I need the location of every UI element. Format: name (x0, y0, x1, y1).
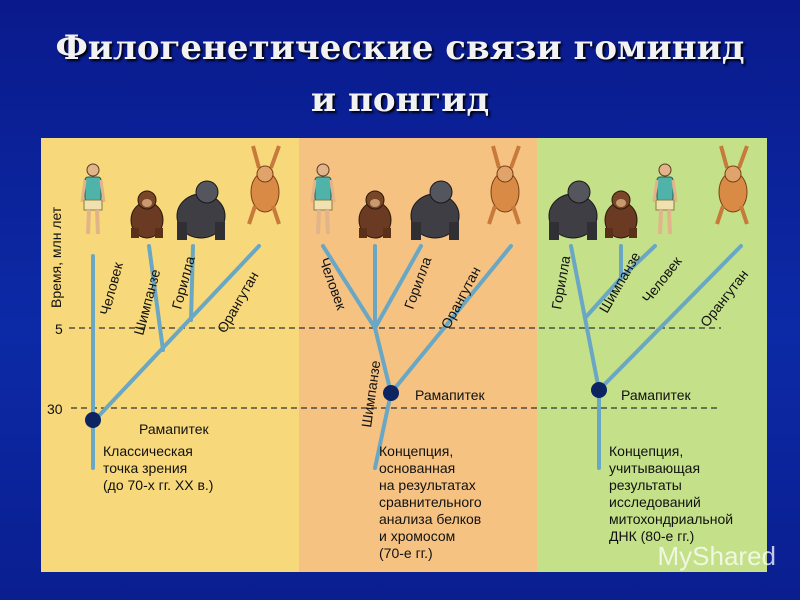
p2-caption-line: на результатах (379, 477, 476, 493)
p2-caption-line: и хромосом (379, 528, 455, 544)
branch-p2-trunk (373, 391, 393, 470)
p3-ancestor-label: Рамапитек (621, 387, 692, 403)
branch-p1-chimp (147, 244, 165, 352)
p3-caption-line: ДНК (80-е гг.) (609, 528, 694, 544)
p3-caption-line: митохондриальной (609, 511, 733, 527)
branch-p2-trunk-upper (373, 326, 393, 395)
branch-p3-main (597, 244, 743, 392)
tick-30-label: 30 (47, 401, 63, 417)
time-axis-label: Время, млн лет (48, 206, 64, 308)
branch-p2-main (389, 244, 513, 395)
p1-caption-line: (до 70-х гг. XX в.) (103, 477, 213, 493)
p2-caption-line: сравнительного (379, 494, 482, 510)
title-line-2: и понгид (310, 80, 490, 120)
p1-caption: Классическая точка зрения (до 70-х гг. X… (103, 443, 213, 493)
p2-caption-line: (70-е гг.) (379, 545, 433, 561)
branch-p2-human (321, 244, 377, 330)
branch-p3-human (619, 244, 657, 280)
branch-p3-split (583, 276, 623, 320)
p2-caption-line: Концепция, (379, 443, 453, 459)
p2-caption-line: основанная (379, 460, 455, 476)
ancestor-node-p2 (383, 385, 399, 401)
phylogeny-svg: Время, млн лет 5 30 Человек Шимпанзе Гор… (41, 138, 767, 572)
p2-caption-line: анализа белков (379, 511, 481, 527)
p1-ancestor-label: Рамапитек (139, 421, 210, 437)
tree-panel-2 (321, 244, 513, 470)
tree-panel-1 (91, 244, 261, 470)
p3-caption-line: исследований (609, 494, 701, 510)
title-line-1: Филогенетические связи гоминид (55, 28, 745, 68)
p3-caption-line: результаты (609, 477, 682, 493)
ancestor-node-p3 (591, 382, 607, 398)
p1-caption-line: Классическая (103, 443, 193, 459)
p2-ancestor-label: Рамапитек (415, 387, 486, 403)
slide-title: Филогенетические связи гоминид и понгид (0, 22, 800, 126)
p1-caption-line: точка зрения (103, 460, 187, 476)
tree-panel-3 (569, 244, 743, 470)
p3-caption-line: Концепция, (609, 443, 683, 459)
watermark: MyShared (657, 541, 777, 571)
branch-p2-gorilla (373, 244, 423, 330)
phylogeny-figure: Время, млн лет 5 30 Человек Шимпанзе Гор… (41, 138, 767, 572)
branch-p1-main (91, 244, 261, 424)
p3-caption: Концепция, учитывающая результаты исслед… (609, 443, 737, 544)
tick-5-label: 5 (55, 321, 63, 337)
p2-caption: Концепция, основанная на результатах сра… (379, 443, 486, 561)
branch-p1-gorilla (189, 244, 195, 322)
ancestor-node-p1 (85, 412, 101, 428)
p3-caption-line: учитывающая (609, 460, 700, 476)
